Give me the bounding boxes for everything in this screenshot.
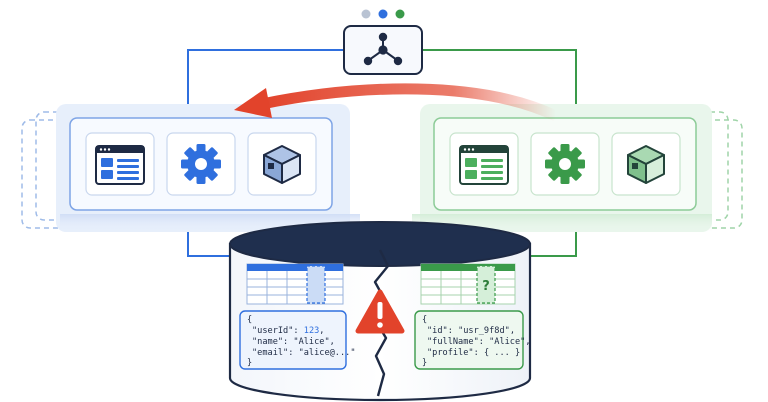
- window-list-icon: [95, 145, 145, 185]
- right-json-line-3: "profile": { ... }: [427, 348, 520, 358]
- box-icon: [627, 145, 665, 184]
- right-json-line-2: "fullName": "Alice",: [427, 337, 531, 347]
- left-json-box: { "userId": 123, "name": "Alice", "email…: [239, 310, 356, 370]
- right-json-box: { "id": "usr_9f8d", "fullName": "Alice",…: [414, 310, 531, 370]
- window-dot-gray: [361, 9, 371, 19]
- gear-icon: [545, 144, 585, 184]
- window-dot-blue: [378, 9, 388, 19]
- right-highlighted-column: [476, 265, 496, 304]
- left-json-line-1: "userId": 123,: [252, 326, 324, 336]
- migration-arrowhead: [234, 88, 272, 118]
- left-highlighted-column: [306, 265, 326, 304]
- right-json-line-1: "id": "usr_9f8d",: [427, 326, 515, 336]
- right-json-open: {: [422, 315, 427, 325]
- right-json-close: }: [422, 358, 427, 368]
- hub-to-left-line: [187, 49, 344, 104]
- migration-arrow: [234, 83, 559, 121]
- service-group-right: [412, 104, 743, 232]
- left-json-close: }: [247, 358, 252, 368]
- window-list-icon: [459, 145, 509, 185]
- service-group-left: [21, 104, 360, 232]
- window-dot-green: [395, 9, 405, 19]
- hub-to-right-line: [422, 49, 577, 104]
- hub-box: [343, 25, 423, 75]
- warning-icon: [355, 289, 405, 334]
- left-json-line-3: "email": "alice@...": [252, 348, 356, 358]
- database-top: [229, 221, 531, 267]
- left-json-open: {: [247, 315, 252, 325]
- share-hub-icon: [363, 32, 403, 66]
- left-schema-table: [246, 263, 344, 305]
- window-dots: [361, 9, 405, 19]
- question-mark: ?: [482, 279, 490, 294]
- gear-icon: [181, 144, 221, 184]
- box-icon: [263, 145, 301, 184]
- right-schema-table: ?: [420, 263, 516, 305]
- left-json-line-2: "name": "Alice",: [252, 337, 335, 347]
- right-shadow: [412, 214, 712, 232]
